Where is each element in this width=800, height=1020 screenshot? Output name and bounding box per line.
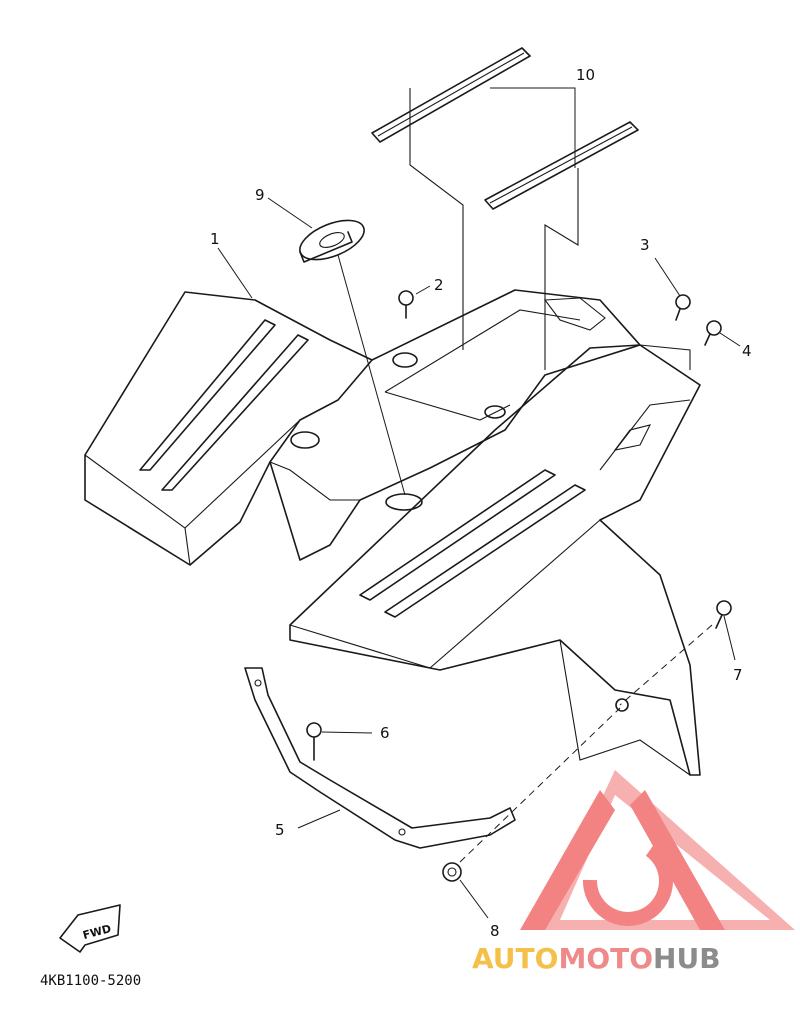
brand-auto: AUTO <box>472 942 558 975</box>
label-3: 3 <box>640 236 650 254</box>
grommet-part-9 <box>299 219 406 496</box>
rear-fender-part-1 <box>84 289 701 776</box>
brand-hub: HUB <box>653 942 721 975</box>
weather-strip-part-10 <box>371 47 639 370</box>
fender-stay-part-5 <box>244 667 516 849</box>
label-4: 4 <box>742 342 752 360</box>
label-9: 9 <box>255 186 265 204</box>
drawing-code: 4KB1100-5200 <box>40 973 141 989</box>
label-5: 5 <box>275 821 285 839</box>
label-10: 10 <box>576 66 595 84</box>
label-8: 8 <box>490 922 500 940</box>
label-7: 7 <box>733 666 743 684</box>
bolt-part-6 <box>306 722 373 761</box>
bolt-part-7 <box>619 600 736 706</box>
screw-part-2 <box>398 285 431 319</box>
mount-grommet-icon <box>615 698 629 712</box>
label-2: 2 <box>434 276 444 294</box>
label-1: 1 <box>210 230 220 248</box>
automotohub-logo-icon <box>520 770 795 930</box>
fwd-arrow-icon: FWD <box>59 904 121 953</box>
fwd-badge: FWD <box>81 922 112 942</box>
brand-moto: MOTO <box>558 942 653 975</box>
brand-watermark: AUTOMOTOHUB <box>472 942 721 975</box>
bolt-part-3 <box>654 257 691 321</box>
bolt-part-4 <box>704 320 741 347</box>
label-6: 6 <box>380 724 390 742</box>
